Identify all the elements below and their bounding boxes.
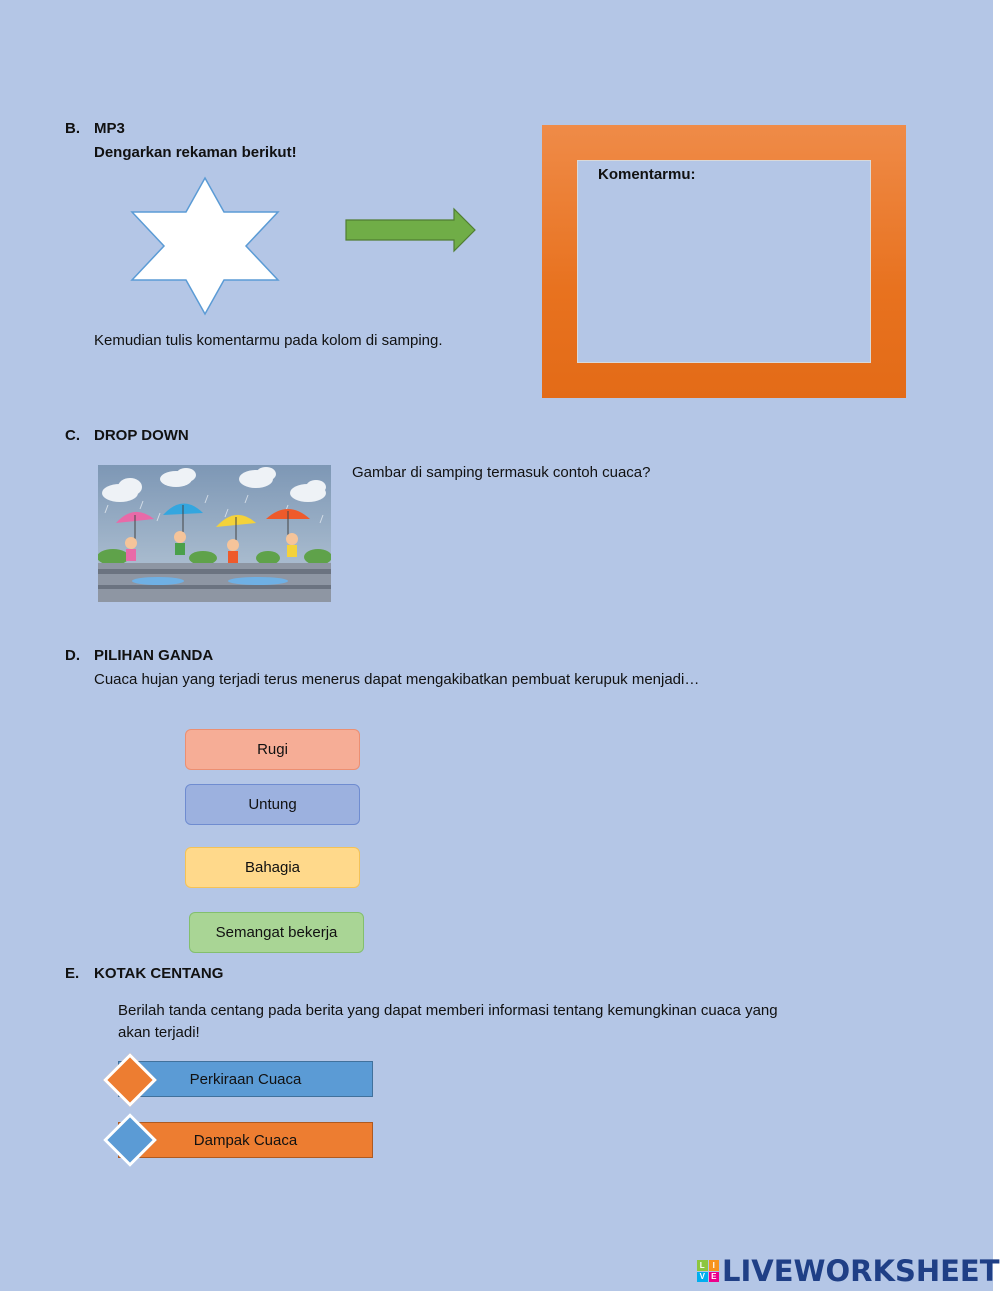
- logo-text: LIVEWORKSHEETS: [722, 1254, 1000, 1288]
- section-e-title: KOTAK CENTANG: [94, 965, 224, 982]
- choice-semangat-bekerja-button[interactable]: Semangat bekerja: [189, 912, 364, 953]
- section-d-title: PILIHAN GANDA: [94, 647, 214, 664]
- section-b-letter: B.: [65, 120, 80, 137]
- section-c-letter: C.: [65, 427, 80, 444]
- multiple-choice-question: Cuaca hujan yang terjadi terus menerus d…: [94, 671, 700, 688]
- choice-rugi-button[interactable]: Rugi: [185, 729, 360, 770]
- comment-label: Komentarmu:: [598, 166, 696, 183]
- choice-bahagia-button[interactable]: Bahagia: [185, 847, 360, 888]
- section-d-letter: D.: [65, 647, 80, 664]
- rainy-day-illustration: [98, 465, 331, 602]
- audio-play-star-icon[interactable]: [128, 176, 282, 316]
- dropdown-question: Gambar di samping termasuk contoh cuaca?: [352, 464, 651, 481]
- logo-mark-icon: L I V E: [697, 1260, 719, 1282]
- checkbox-instruction-line1: Berilah tanda centang pada berita yang d…: [118, 1002, 778, 1019]
- page-edge: [993, 0, 1000, 1291]
- section-c-title: DROP DOWN: [94, 427, 189, 444]
- section-b-title: MP3: [94, 120, 125, 137]
- mp3-instruction: Dengarkan rekaman berikut!: [94, 144, 297, 161]
- option-dampak-cuaca[interactable]: Dampak Cuaca: [118, 1122, 373, 1158]
- choice-untung-button[interactable]: Untung: [185, 784, 360, 825]
- section-e-letter: E.: [65, 965, 80, 982]
- checkbox-instruction-line2: akan terjadi!: [118, 1024, 200, 1041]
- option-perkiraan-cuaca[interactable]: Perkiraan Cuaca: [118, 1061, 373, 1097]
- mp3-footer-text: Kemudian tulis komentarmu pada kolom di …: [94, 332, 443, 349]
- right-arrow-icon: [345, 207, 476, 253]
- comment-textarea[interactable]: [577, 160, 871, 363]
- liveworksheets-logo: L I V E LIVEWORKSHEETS: [697, 1254, 1000, 1288]
